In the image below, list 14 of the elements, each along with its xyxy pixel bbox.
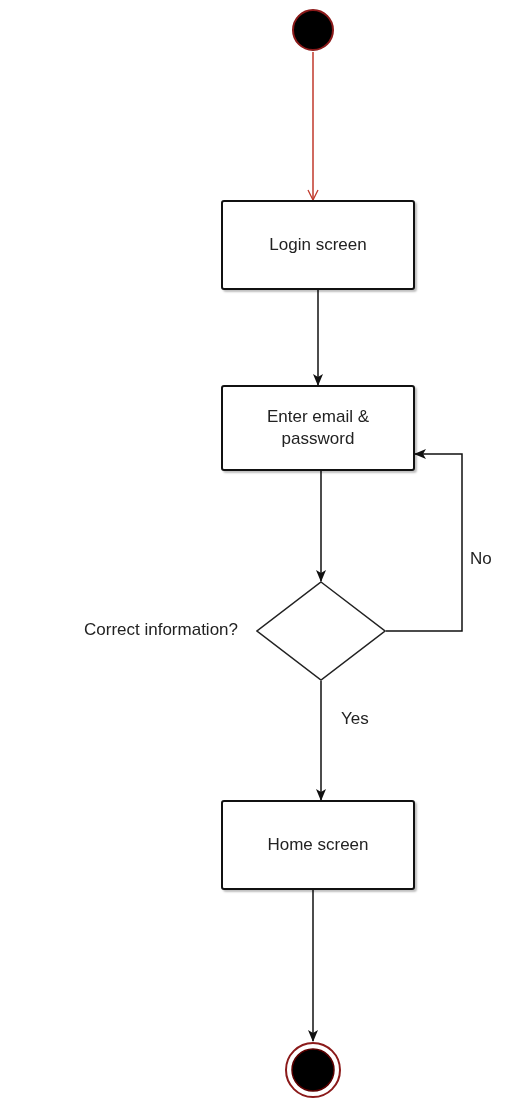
decision-diamond	[256, 581, 386, 681]
activity-box	[221, 200, 415, 290]
activity-label: Enter email & password	[265, 405, 370, 450]
arrow	[313, 289, 323, 386]
arrow	[308, 889, 318, 1042]
arrow	[316, 470, 326, 582]
activity-label: Login screen	[268, 233, 368, 256]
activity-box	[221, 800, 415, 890]
arrow	[385, 449, 463, 632]
activity-label: Home screen	[266, 833, 370, 856]
arrow	[307, 51, 319, 201]
arrow	[316, 680, 326, 801]
activity-box	[221, 385, 415, 471]
decision-label: Correct information?	[84, 620, 238, 640]
